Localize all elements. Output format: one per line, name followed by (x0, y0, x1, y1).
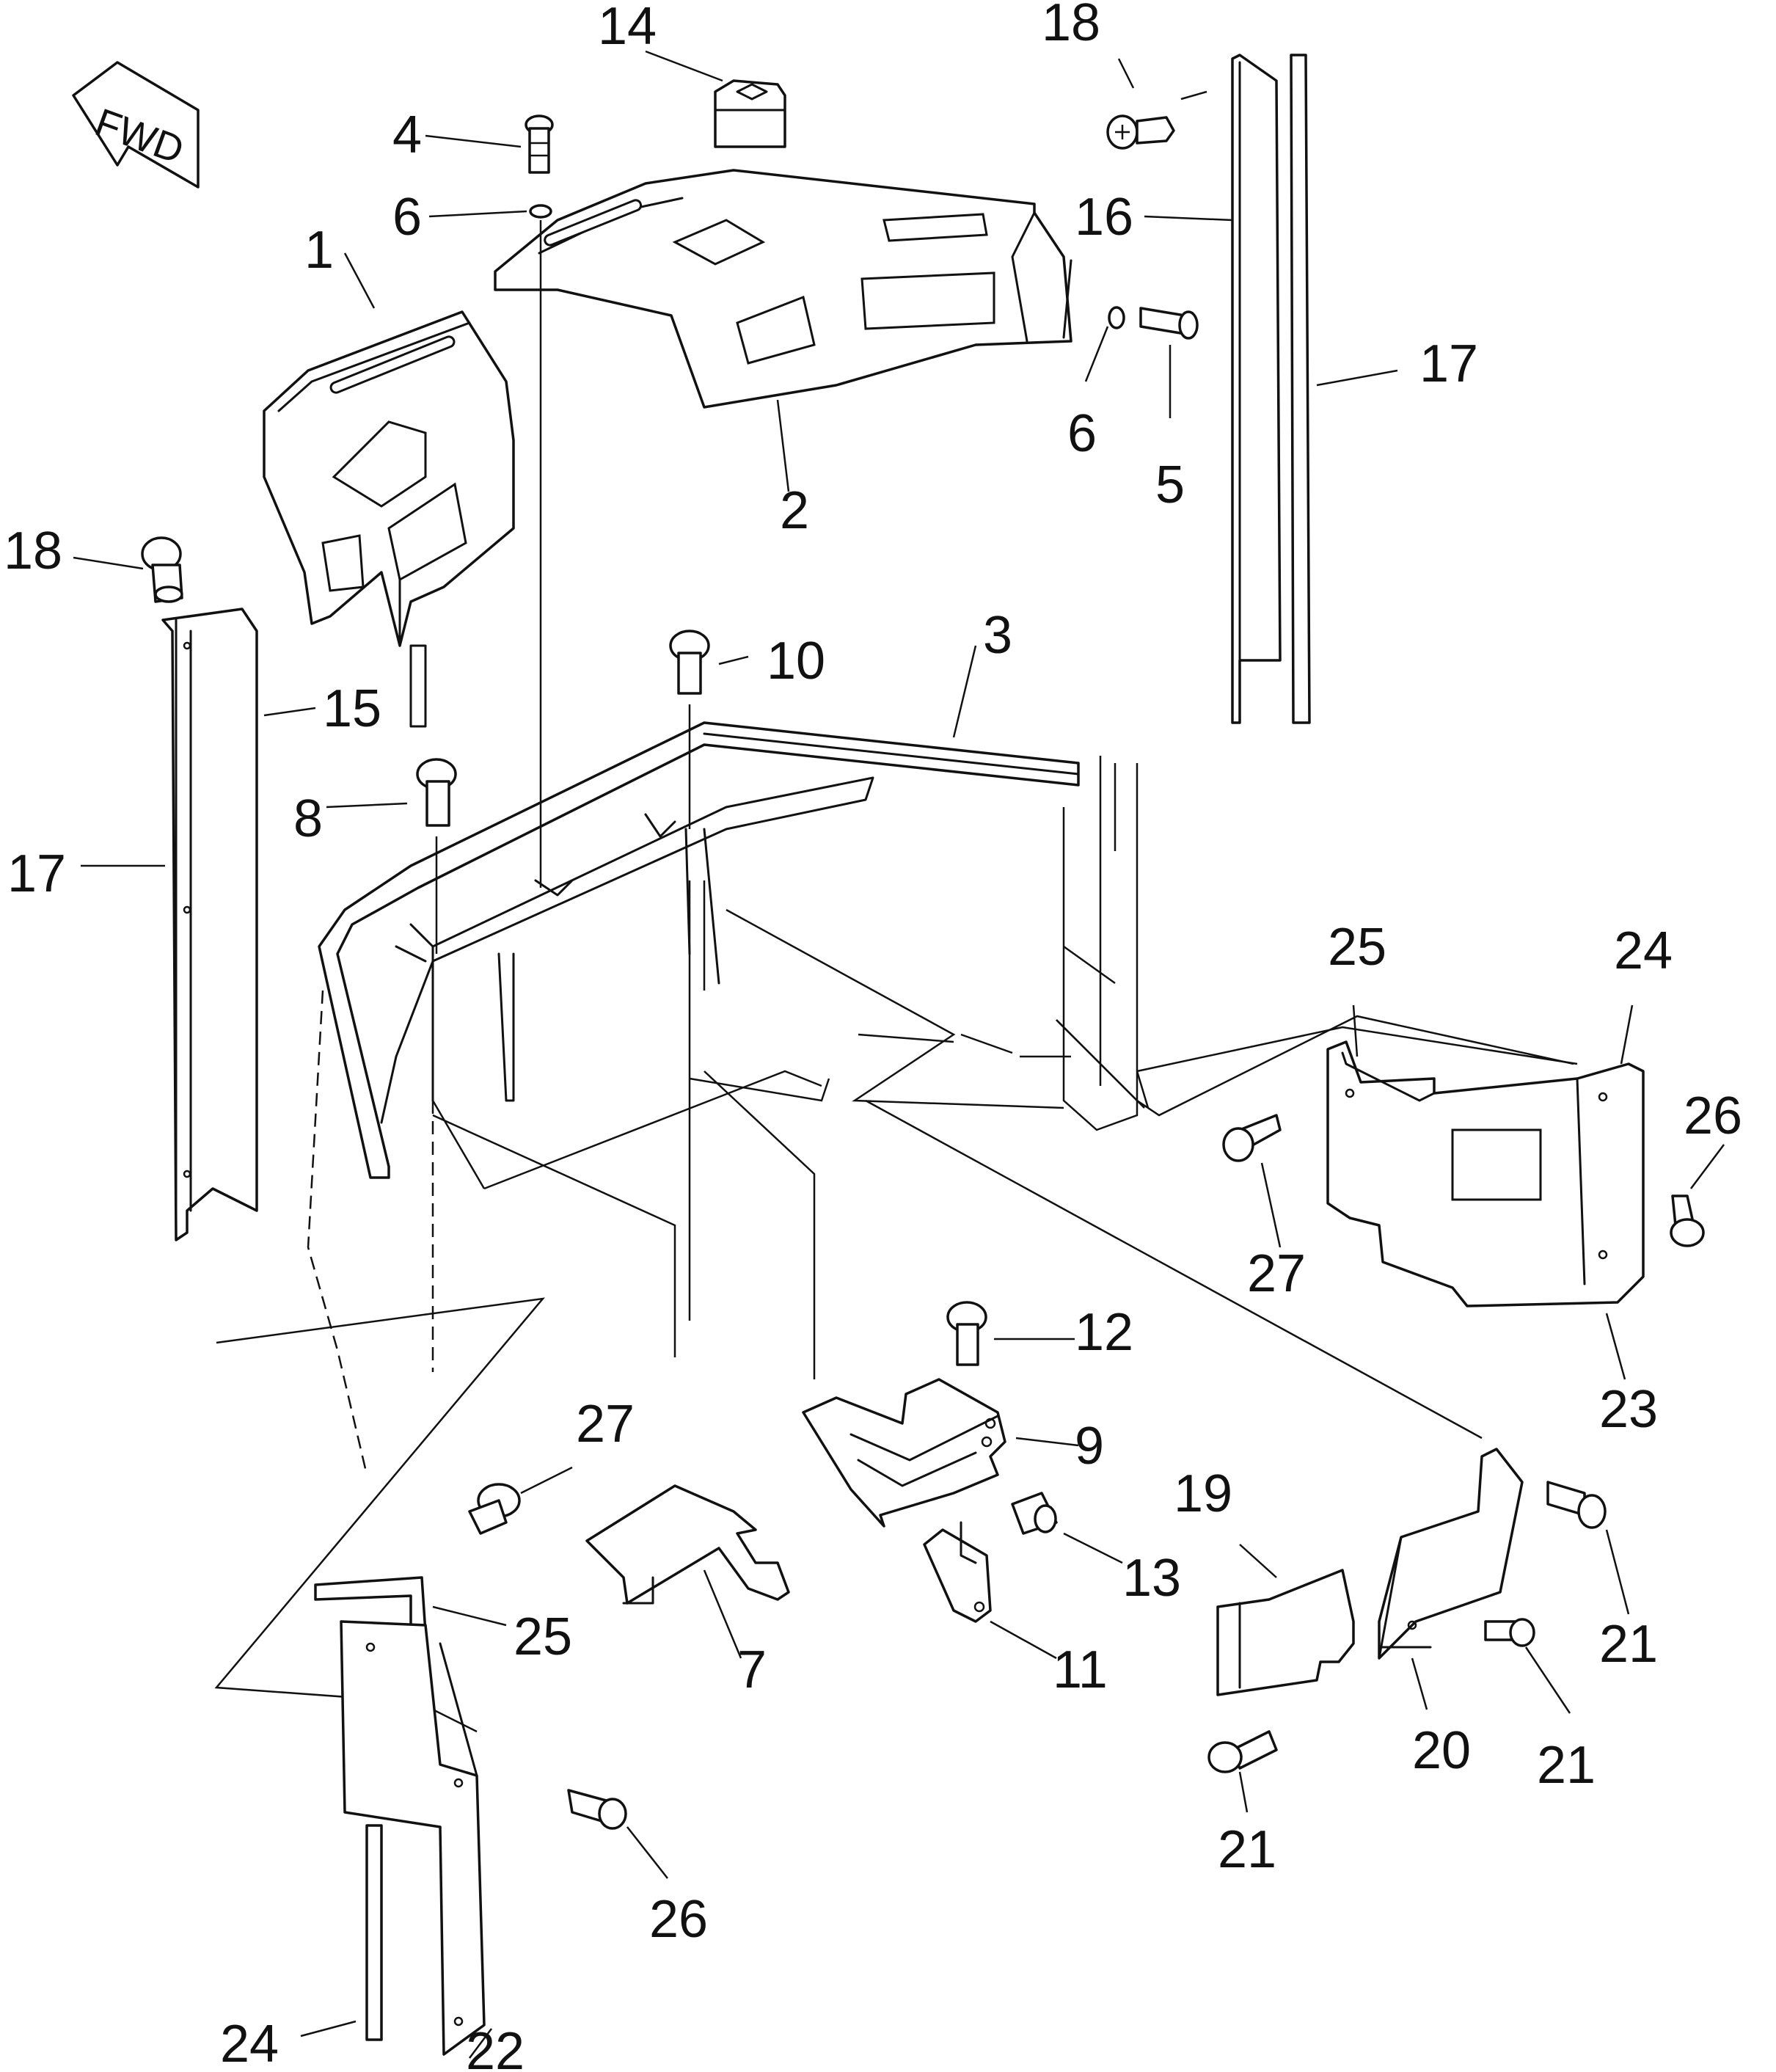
callout-labels: 14 18 4 6 16 1 6 5 17 2 18 10 3 15 8 17 … (4, 0, 1742, 2072)
bolt-8-icon (416, 758, 457, 827)
washer-6-icon (529, 204, 552, 219)
part-9-bracket (802, 1378, 1006, 1528)
callout-27b: 27 (576, 1395, 635, 1453)
callout-17b: 17 (7, 845, 66, 903)
part-1-left-cover (263, 310, 515, 728)
callout-19: 19 (1174, 1464, 1232, 1523)
washer-6b-icon (1108, 306, 1125, 329)
fwd-arrow-icon: FWD (72, 61, 200, 189)
screw-21b-icon (1484, 1618, 1535, 1647)
callout-7: 7 (737, 1641, 767, 1699)
part-17-right-seal (1290, 54, 1311, 724)
alignment-lines (214, 220, 1578, 1733)
callout-3: 3 (983, 606, 1012, 665)
callout-17: 17 (1419, 335, 1478, 393)
callout-1: 1 (304, 221, 334, 280)
callout-11: 11 (1053, 1641, 1108, 1699)
part-23-right-panel (1326, 1040, 1645, 1307)
callout-26b: 26 (649, 1890, 708, 1949)
callout-23: 23 (1599, 1380, 1658, 1439)
callout-5: 5 (1155, 456, 1185, 514)
part-2-right-cover (494, 169, 1072, 409)
callout-6: 6 (392, 188, 422, 247)
callout-21: 21 (1599, 1615, 1658, 1674)
callout-18b: 18 (4, 522, 62, 580)
part-20-bracket (1378, 1448, 1524, 1660)
callout-8: 8 (293, 789, 323, 848)
part-15-left-strip (161, 608, 258, 1241)
leader-lines (73, 50, 1725, 2059)
callout-26: 26 (1684, 1087, 1742, 1145)
part-3-frame (318, 721, 1080, 1179)
bolt-27b-icon (468, 1483, 521, 1535)
callout-18: 18 (1042, 0, 1100, 52)
callout-9: 9 (1075, 1417, 1104, 1475)
part-22-lower-panel (340, 1620, 486, 2056)
screw-5-icon (1139, 307, 1199, 340)
part-7-plate (585, 1484, 790, 1605)
callout-22: 22 (466, 2022, 525, 2072)
screw-21a-icon (1546, 1481, 1607, 1529)
callout-25b: 25 (514, 1608, 572, 1666)
callout-10: 10 (767, 632, 825, 690)
callout-24: 24 (1614, 922, 1673, 980)
callout-4: 4 (392, 106, 422, 164)
part-14-box (714, 79, 786, 148)
part-24-seal (365, 1824, 383, 2041)
bolt-4-icon (525, 114, 554, 174)
bolt-10-icon (669, 630, 710, 695)
callout-2: 2 (780, 481, 809, 540)
part-16-right-strip (1231, 54, 1282, 724)
callout-14: 14 (598, 0, 657, 56)
callout-20: 20 (1412, 1721, 1471, 1780)
callout-12: 12 (1075, 1303, 1133, 1362)
callout-24b: 24 (220, 2015, 279, 2072)
callout-6b: 6 (1067, 404, 1097, 463)
part-11-bracket (923, 1521, 992, 1623)
screw-21c-icon (1207, 1730, 1278, 1773)
callout-15: 15 (323, 679, 381, 738)
callout-16: 16 (1075, 188, 1133, 247)
screw-26b-icon (567, 1789, 627, 1830)
screw-26-icon (1670, 1194, 1705, 1247)
callout-27: 27 (1247, 1244, 1306, 1303)
callout-21b: 21 (1537, 1736, 1596, 1795)
screw-18b-icon (141, 536, 183, 603)
callout-25: 25 (1328, 918, 1386, 977)
callout-13: 13 (1122, 1549, 1181, 1608)
part-19-plate (1216, 1569, 1355, 1696)
screw-18-icon (1106, 114, 1175, 150)
bolt-12-icon (946, 1301, 987, 1366)
screw-27-icon (1222, 1114, 1282, 1162)
pin-13-icon (1011, 1492, 1058, 1535)
callout-21c: 21 (1218, 1820, 1276, 1879)
